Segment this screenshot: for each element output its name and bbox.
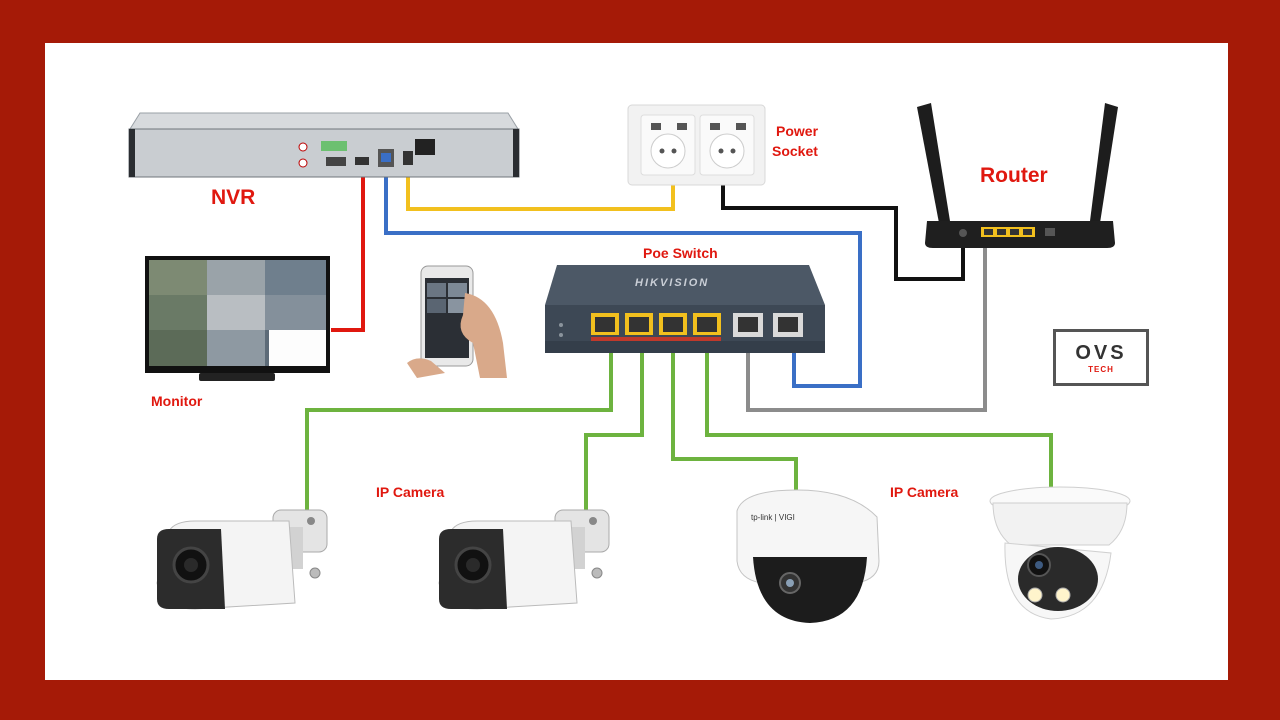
poe-switch-device	[545, 265, 825, 353]
router-label: Router	[980, 164, 1048, 187]
nvr-device	[128, 112, 520, 178]
switch-brand-text: HIKVISION	[635, 277, 710, 289]
hdmi-cable	[331, 173, 365, 332]
power-socket-label-line1: Power	[776, 123, 819, 139]
turret-camera	[989, 486, 1131, 620]
nvr-label: NVR	[211, 186, 256, 209]
logo-sub-text: TECH	[1088, 365, 1114, 374]
diagram-graphics	[128, 103, 1131, 623]
phone-device	[407, 265, 507, 378]
bullet-camera-2	[438, 509, 610, 610]
power-socket-label-line2: Socket	[772, 143, 818, 159]
ovs-tech-logo: OVS TECH	[1053, 329, 1149, 386]
dome-camera	[736, 489, 880, 623]
logo-main-text: OVS	[1075, 342, 1127, 364]
poe-switch-label: Poe Switch	[643, 245, 718, 261]
diagram-canvas: NVR Router Power Socket Poe Switch Monit…	[45, 43, 1228, 680]
uplink-cable	[746, 241, 987, 412]
camera-cable-3	[671, 341, 798, 493]
ip-camera-label-right: IP Camera	[890, 484, 959, 500]
nvr-lan-cable	[384, 173, 862, 388]
router-device	[917, 103, 1118, 248]
bullet-camera-1	[156, 509, 328, 610]
power-socket-device	[627, 104, 766, 186]
camera-cable-1	[305, 341, 613, 513]
monitor-label: Monitor	[151, 393, 203, 409]
router-power-cable	[721, 151, 965, 281]
ip-camera-label-left: IP Camera	[376, 484, 445, 500]
dome-camera-brand-text: tp-link | VIGI	[751, 513, 795, 522]
camera-cable-2	[584, 341, 644, 511]
monitor-device	[145, 256, 330, 381]
camera-cable-4	[705, 341, 1053, 493]
